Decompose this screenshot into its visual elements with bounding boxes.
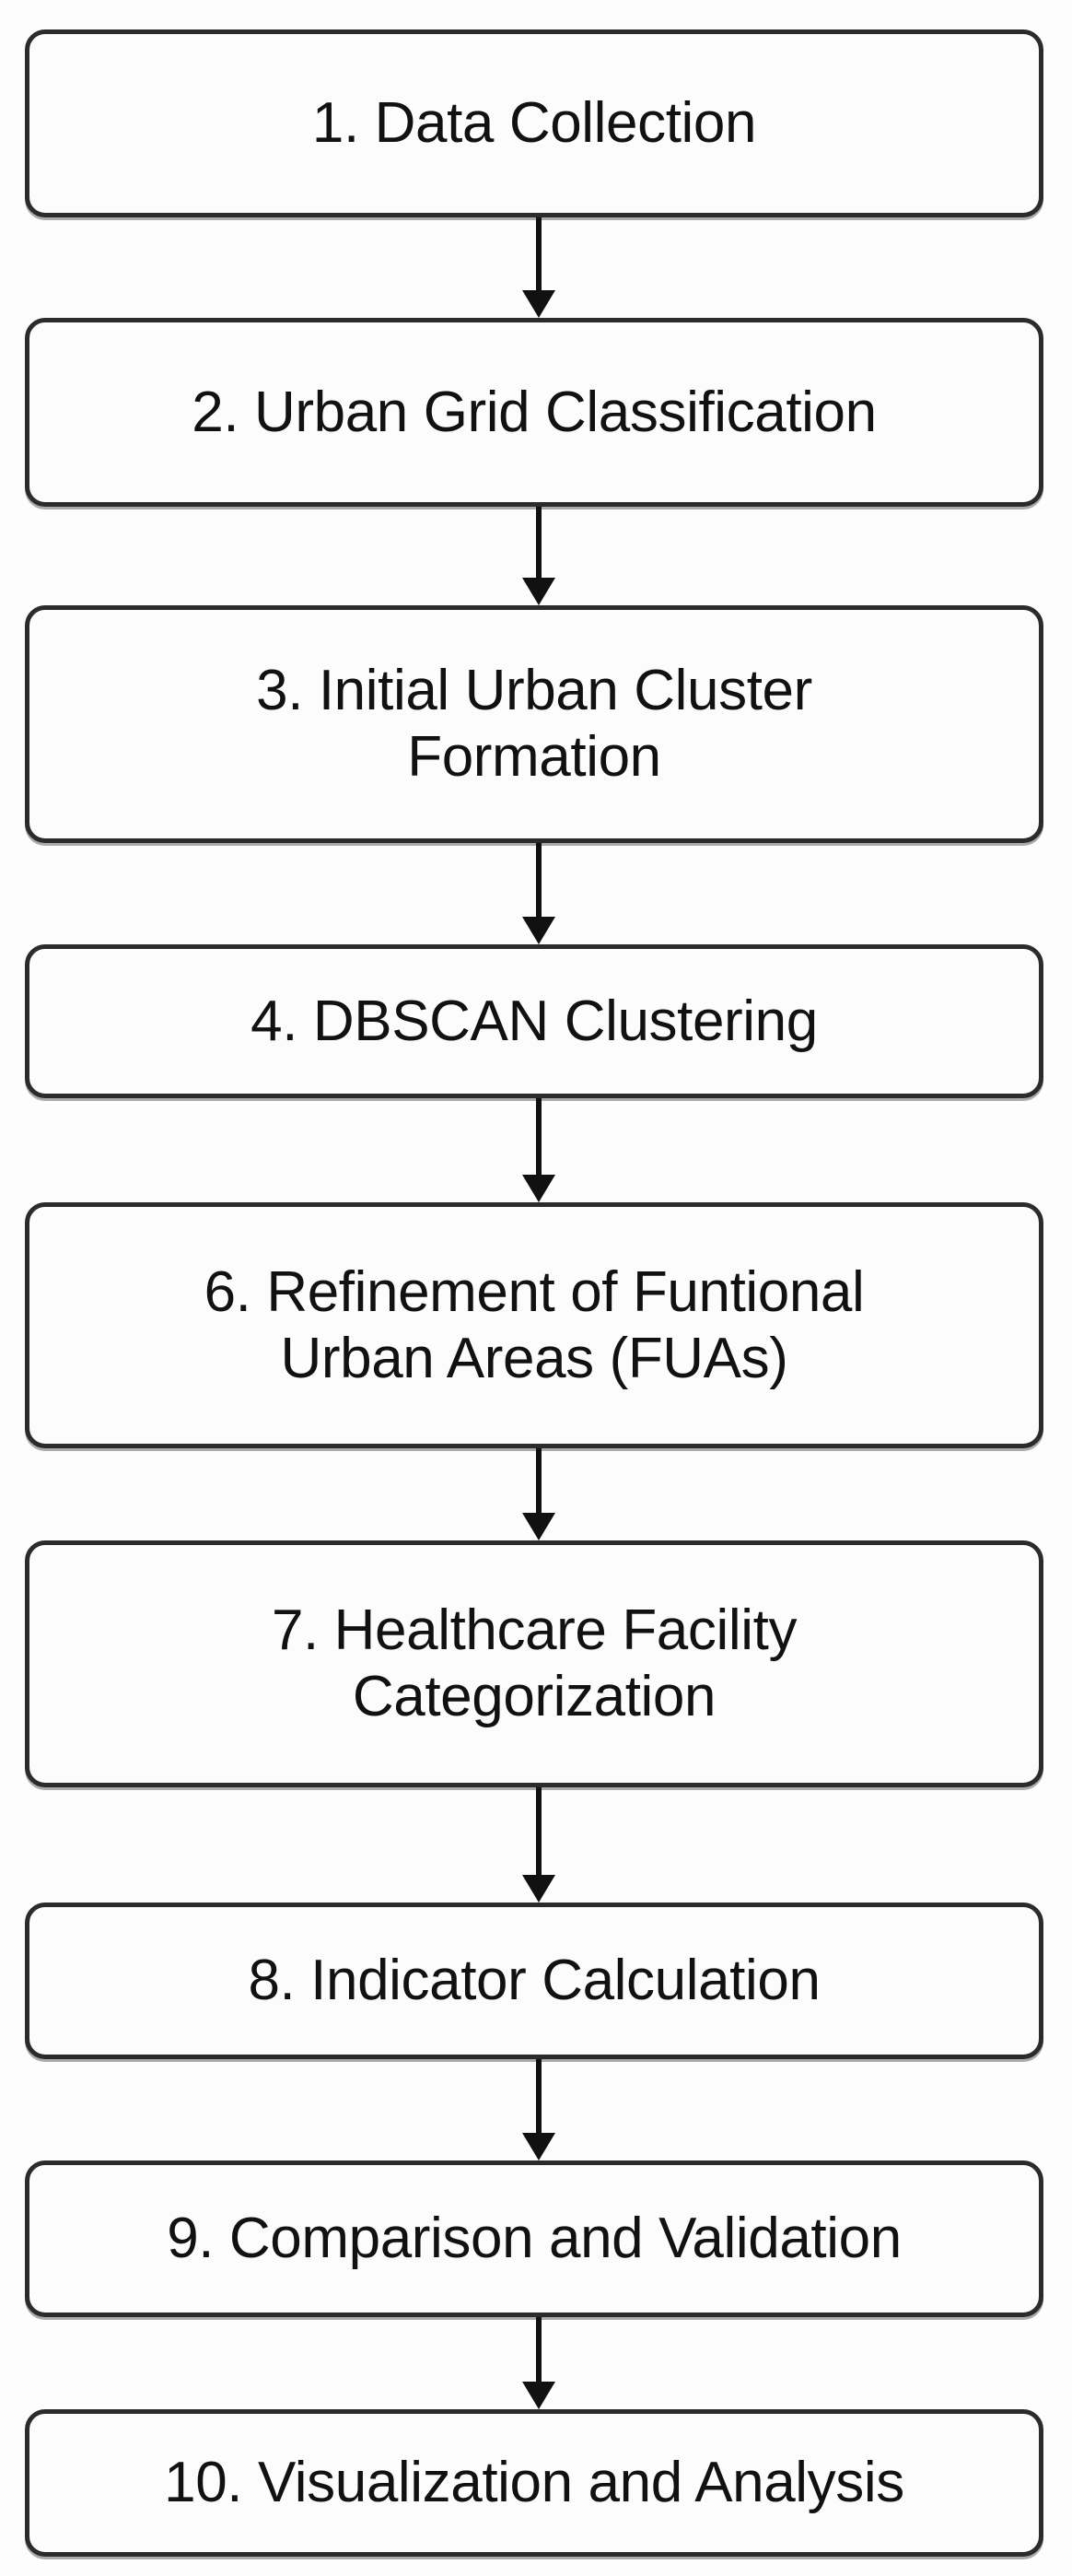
arrow-head-icon — [522, 1875, 555, 1903]
arrow-shaft — [536, 843, 542, 917]
arrow-shaft — [536, 217, 542, 290]
arrow-head-icon — [522, 578, 555, 605]
flow-arrow-step-3-to-step-4 — [522, 843, 555, 944]
flow-arrow-step-6-to-step-7 — [522, 1448, 555, 1540]
flow-arrow-step-1-to-step-2 — [522, 217, 555, 318]
flow-node-label: 8. Indicator Calculation — [248, 1949, 821, 2013]
arrow-shaft — [536, 1448, 542, 1513]
flow-node-step-1[interactable]: 1. Data Collection — [25, 29, 1043, 217]
flow-node-step-7[interactable]: 7. Healthcare Facility Categorization — [25, 1540, 1043, 1787]
arrow-head-icon — [522, 1513, 555, 1540]
flow-node-label: 3. Initial Urban Cluster Formation — [256, 659, 812, 789]
arrow-head-icon — [522, 917, 555, 944]
flow-node-step-2[interactable]: 2. Urban Grid Classification — [25, 318, 1043, 507]
flow-node-label: 6. Refinement of Funtional Urban Areas (… — [204, 1259, 865, 1390]
flow-node-step-8[interactable]: 8. Indicator Calculation — [25, 1903, 1043, 2059]
flow-arrow-step-4-to-step-6 — [522, 1098, 555, 1202]
arrow-head-icon — [522, 2382, 555, 2409]
arrow-shaft — [536, 1098, 542, 1175]
flow-arrow-step-7-to-step-8 — [522, 1787, 555, 1903]
flow-node-step-3[interactable]: 3. Initial Urban Cluster Formation — [25, 605, 1043, 843]
arrow-head-icon — [522, 290, 555, 318]
flow-arrow-step-2-to-step-3 — [522, 507, 555, 605]
flow-node-label: 2. Urban Grid Classification — [192, 380, 877, 444]
flow-arrow-step-9-to-step-10 — [522, 2317, 555, 2409]
flow-node-step-9[interactable]: 9. Comparison and Validation — [25, 2160, 1043, 2317]
arrow-shaft — [536, 2059, 542, 2133]
flow-node-step-6[interactable]: 6. Refinement of Funtional Urban Areas (… — [25, 1202, 1043, 1448]
arrow-head-icon — [522, 1175, 555, 1202]
flow-node-label: 7. Healthcare Facility Categorization — [271, 1598, 798, 1728]
arrow-shaft — [536, 507, 542, 578]
flow-node-label: 9. Comparison and Validation — [167, 2207, 902, 2271]
arrow-shaft — [536, 1787, 542, 1875]
flow-node-label: 4. DBSCAN Clustering — [251, 989, 818, 1053]
arrow-head-icon — [522, 2133, 555, 2160]
flow-node-label: 1. Data Collection — [311, 91, 757, 156]
arrow-shaft — [536, 2317, 542, 2382]
flow-node-step-4[interactable]: 4. DBSCAN Clustering — [25, 944, 1043, 1098]
flow-node-step-10[interactable]: 10. Visualization and Analysis — [25, 2409, 1043, 2557]
flow-node-label: 10. Visualization and Analysis — [164, 2451, 904, 2515]
flow-arrow-step-8-to-step-9 — [522, 2059, 555, 2160]
